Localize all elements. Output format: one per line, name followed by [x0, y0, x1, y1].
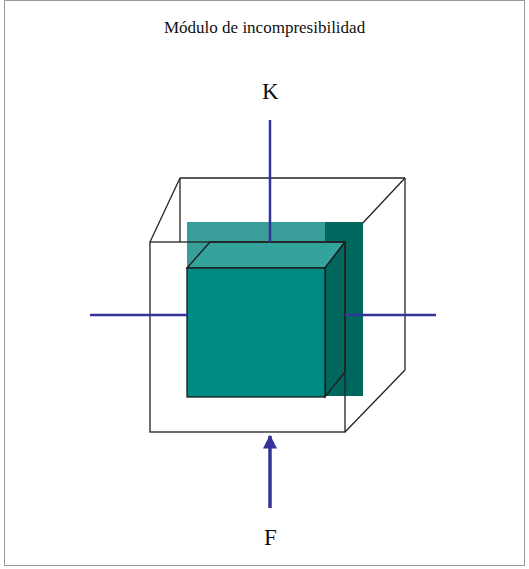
- force-label: F: [264, 525, 277, 551]
- outer-cube-front: [150, 242, 345, 432]
- frame-border: [5, 1, 525, 566]
- inner-cube: [187, 242, 345, 397]
- force-label: K: [262, 79, 279, 105]
- outer-cube: [150, 178, 405, 432]
- diagram-title: Módulo de incompresibilidad: [164, 18, 365, 38]
- force-lines: [90, 120, 436, 508]
